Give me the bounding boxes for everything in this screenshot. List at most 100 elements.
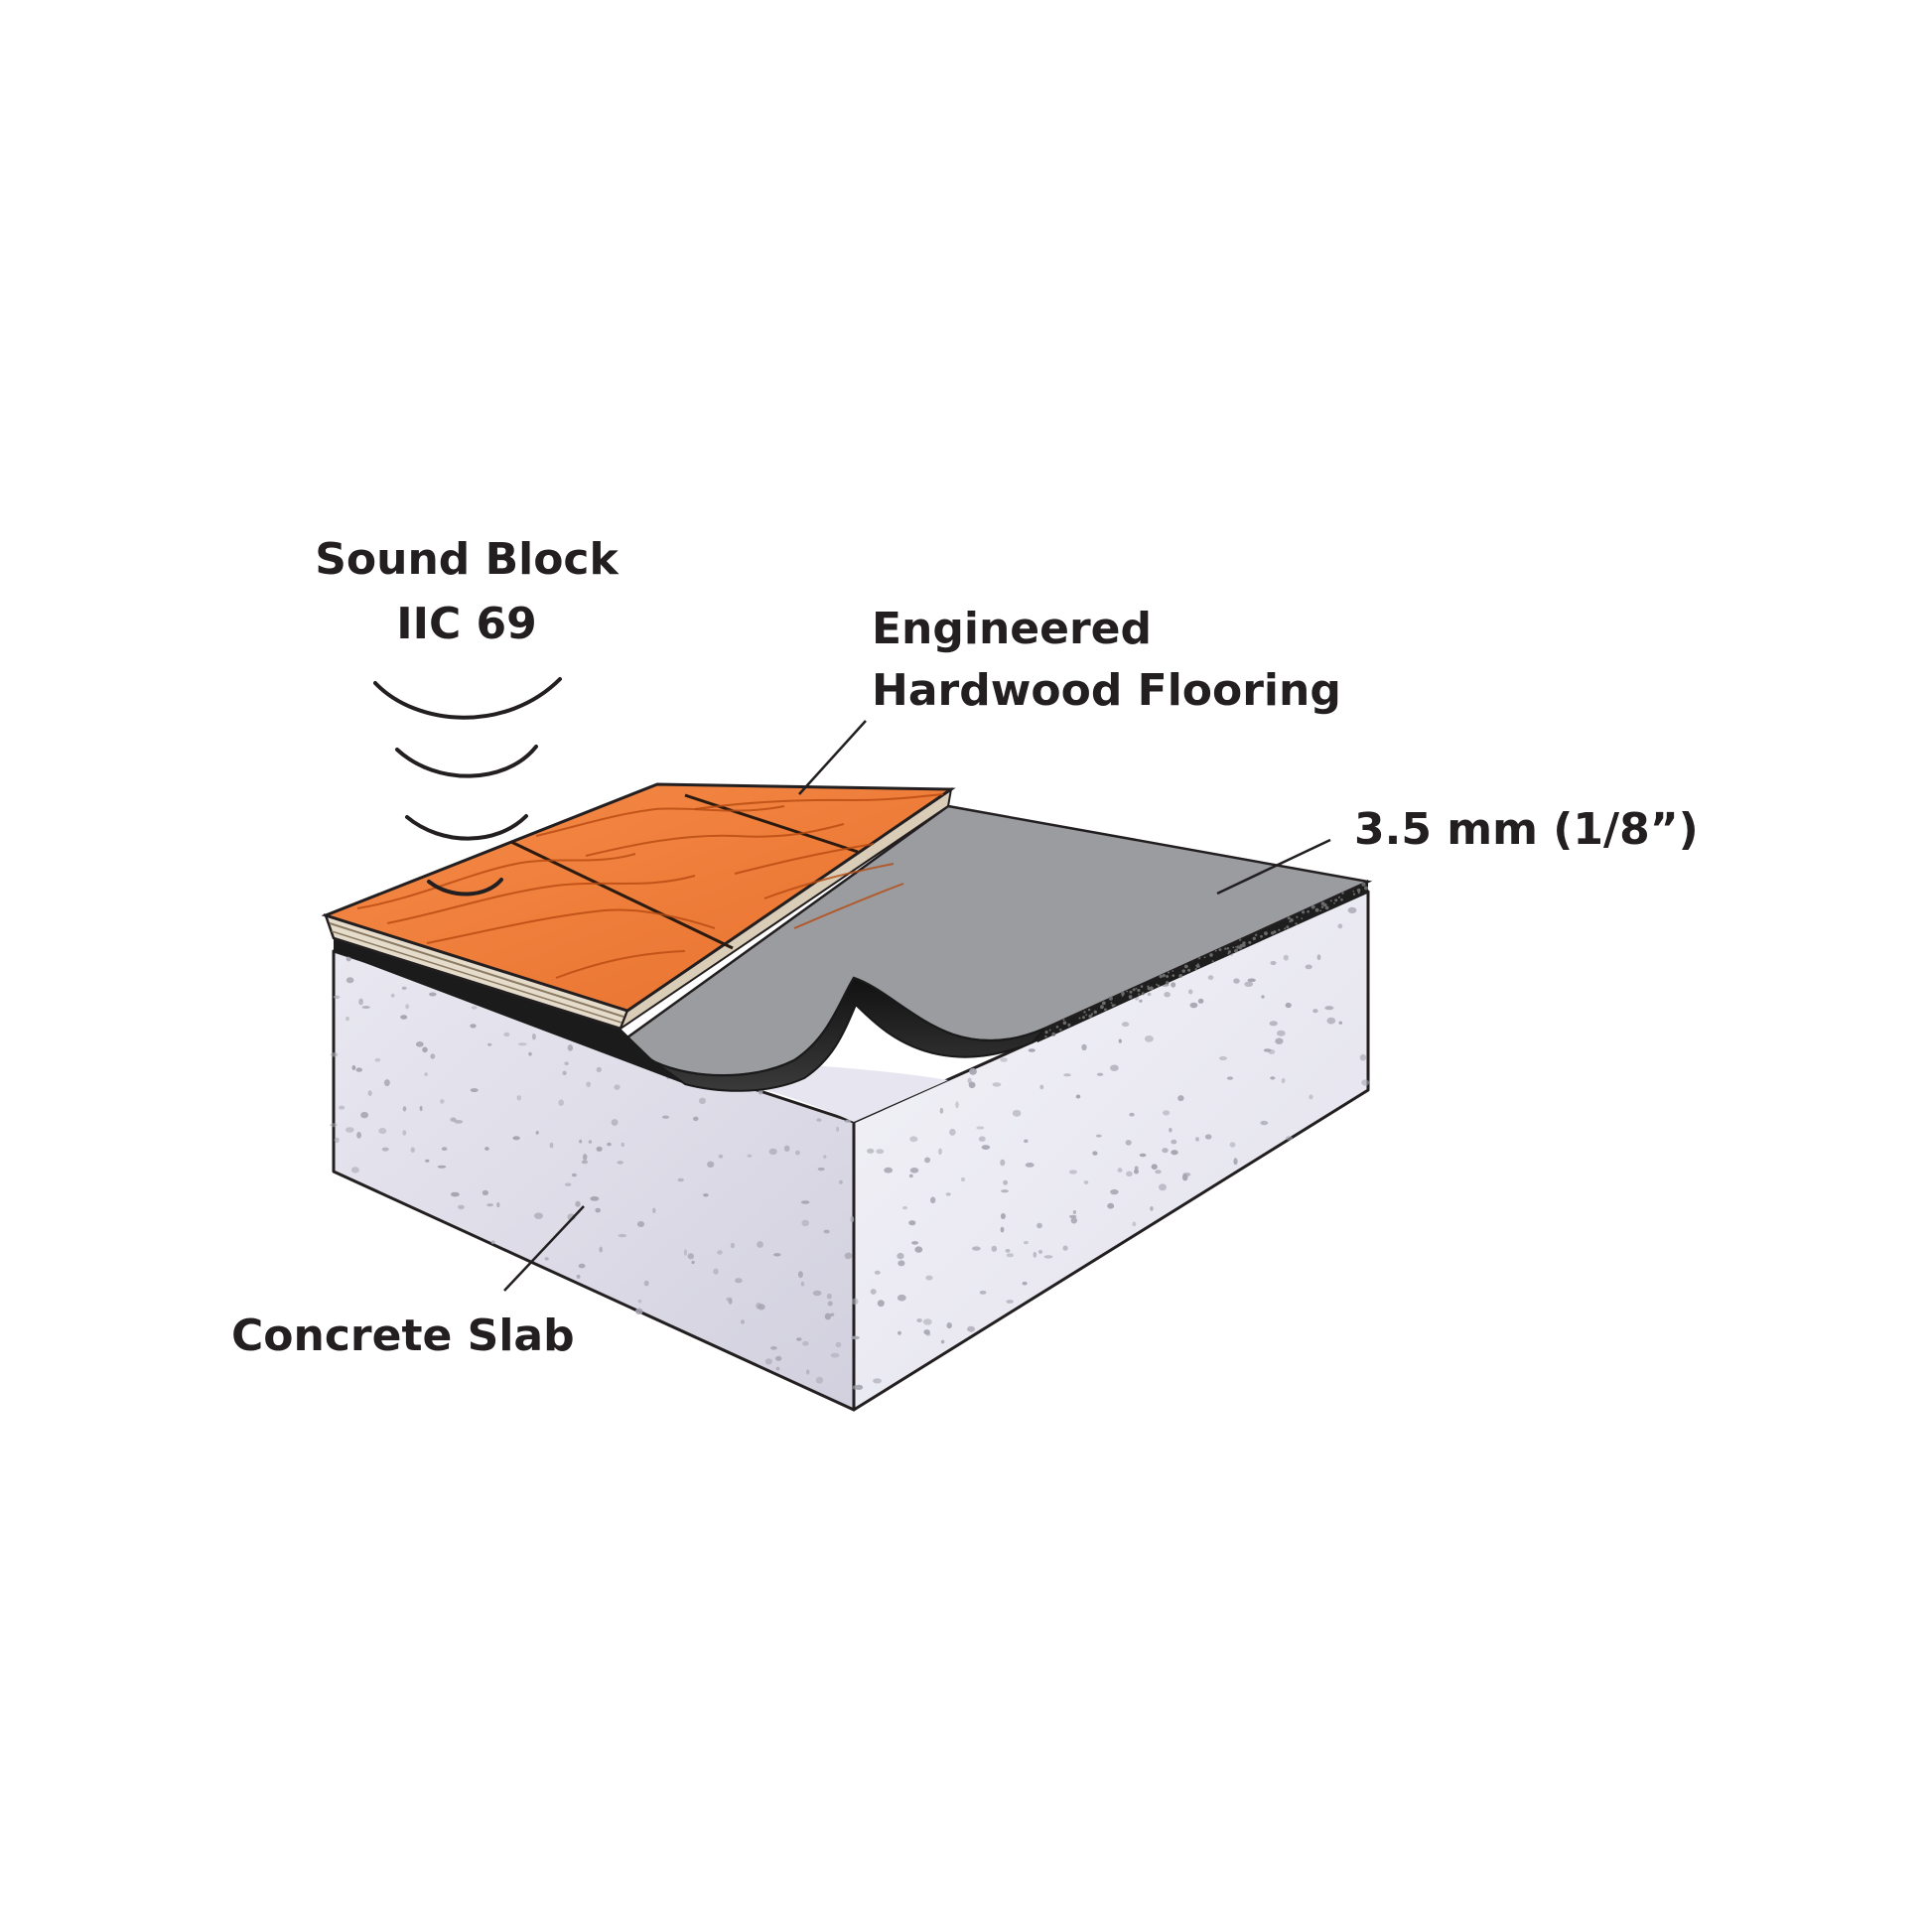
concrete-speckle [914,1246,923,1253]
concrete-speckle [1139,999,1143,1003]
concrete-speckle [1276,1030,1286,1036]
concrete-speckle [1024,1139,1029,1144]
concrete-speckle [1169,1128,1173,1133]
concrete-speckle [1062,1245,1068,1251]
concrete-speckle [1117,1168,1123,1173]
concrete-speckle [824,1312,832,1320]
foam-dot [1226,947,1230,950]
concrete-speckle [908,1220,916,1226]
concrete-speckle [331,1052,339,1057]
concrete-speckle [830,1312,835,1316]
concrete-speckle [1218,1056,1228,1060]
concrete-speckle [405,1004,410,1010]
concrete-speckle [1195,1137,1199,1142]
foam-dot [1271,931,1275,935]
concrete-speckle [578,1263,586,1269]
concrete-speckle [1022,1281,1028,1286]
foam-dot [1166,975,1170,978]
concrete-speckle [939,1107,944,1114]
concrete-speckle [1285,1002,1292,1009]
plank-top-surface [321,782,956,1013]
foam-dot [1183,964,1188,969]
concrete-speckle [345,956,351,962]
foam-dot [1320,901,1325,905]
concrete-speckle [826,1294,832,1300]
concrete-speckle [1070,1217,1078,1224]
foam-dot [1194,968,1197,971]
concrete-speckle [582,1154,588,1161]
concrete-speckle [1164,992,1171,998]
concrete-speckle [1155,1170,1162,1174]
concrete-speckle [482,1189,488,1195]
concrete-speckle [567,1044,574,1051]
foam-dot [1337,896,1341,898]
underlayment-mat [334,804,1373,1092]
concrete-speckle [581,1160,589,1165]
concrete-speckle [579,1139,583,1144]
foam-dot [1198,957,1201,960]
concrete-speckle [571,1173,577,1177]
concrete-speckle [1083,1180,1089,1184]
sound-block-title: Sound Block [315,534,620,585]
foam-dot [1048,1029,1051,1032]
foam-dot [1166,981,1170,985]
concrete-speckle [588,1140,593,1144]
leader-slab [503,1205,585,1292]
concrete-speckle [770,1346,777,1350]
concrete-speckle [484,1147,489,1151]
concrete-speckle [1125,1140,1132,1146]
foam-dot [1137,988,1141,993]
concrete-speckle [773,1253,781,1257]
concrete-speckle [870,1289,877,1295]
concrete-speckle [590,1196,600,1201]
concrete-speckle [940,1339,945,1344]
foam-dot [1156,983,1158,986]
concrete-speckle [1207,975,1214,980]
foam-dot [1114,1004,1116,1006]
concrete-speckle [1000,1226,1005,1233]
concrete-speckle [844,1252,853,1260]
concrete-speckle [717,1250,723,1255]
concrete-speckle [381,1147,389,1152]
concrete-speckle [1139,1153,1147,1158]
concrete-speckle [621,1142,624,1148]
concrete-speckle [576,1274,581,1279]
concrete-speckle [699,1097,706,1105]
concrete-speckle [981,1145,991,1150]
concrete-speckle [1305,964,1312,970]
concrete-speckle [486,1203,493,1207]
concrete-speckle [1001,1189,1009,1193]
concrete-speckle [836,1126,840,1133]
concrete-speckle [596,1146,603,1152]
foam-dot [1352,890,1354,893]
concrete-speckle [835,1341,842,1348]
concrete-speckle [458,1204,465,1210]
concrete-speckle [1159,1183,1167,1191]
concrete-speckle [827,1301,833,1307]
foam-dot [1126,990,1129,993]
foam-dot [1172,974,1175,977]
foam-dot [1356,888,1361,893]
concrete-speckle [351,1065,356,1070]
concrete-speckle [877,1300,885,1308]
foam-dot [1064,1021,1067,1024]
concrete-speckle [402,1106,407,1112]
concrete-speckle [992,1082,1002,1087]
foam-dot [1284,927,1287,930]
concrete-speckle [437,1165,447,1169]
concrete-speckle [916,1318,922,1322]
concrete-speckle [922,1318,932,1325]
foam-dot [1278,928,1281,931]
concrete-speckle [844,1119,851,1123]
concrete-speckle [783,1145,790,1153]
concrete-speckle [1150,1206,1154,1211]
concrete-speckle [815,1376,824,1384]
concrete-speckle [384,1079,390,1087]
concrete-speckle [1281,1077,1286,1084]
concrete-speckle [358,998,363,1006]
concrete-speckle [1229,1142,1236,1148]
concrete-speckle [1247,978,1256,983]
concrete-speckle [607,1142,612,1147]
concrete-speckle [614,1084,621,1090]
